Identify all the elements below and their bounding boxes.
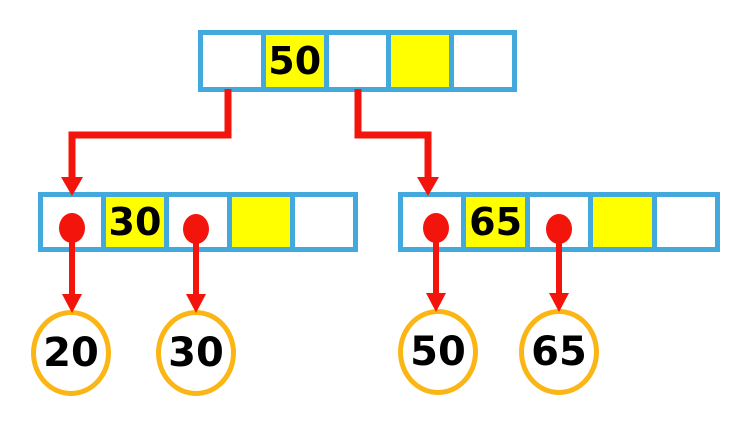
left-leaf-cell-0 — [43, 197, 101, 247]
right-leaf-node: 65 — [398, 192, 720, 252]
left-leaf-cell-4 — [295, 197, 353, 247]
right-leaf-cell-1: 65 — [466, 197, 525, 247]
record-circle-65: 65 — [519, 309, 599, 395]
record-circle-50: 50 — [398, 309, 478, 395]
root-to-left-leaf-arrow — [68, 89, 232, 180]
left-leaf-cell-2 — [169, 197, 227, 247]
root-cell-2 — [328, 35, 387, 87]
left-leaf-cell-1: 30 — [106, 197, 164, 247]
root-cell-1: 50 — [265, 35, 324, 87]
left-leaf-node: 30 — [38, 192, 358, 252]
right-leaf-cell-3 — [593, 197, 652, 247]
root-to-right-leaf-arrow — [354, 89, 432, 180]
left-leaf-cell-3 — [232, 197, 290, 247]
root-cell-4 — [454, 35, 512, 87]
right-leaf-cell-0 — [403, 197, 462, 247]
right-leaf-cell-2 — [529, 197, 589, 247]
root-cell-3 — [391, 35, 450, 87]
root-node: 50 — [198, 30, 517, 92]
record-circle-30: 30 — [156, 310, 236, 396]
right-leaf-cell-4 — [656, 197, 716, 247]
record-circle-20: 20 — [31, 310, 111, 396]
root-cell-0 — [203, 35, 261, 87]
